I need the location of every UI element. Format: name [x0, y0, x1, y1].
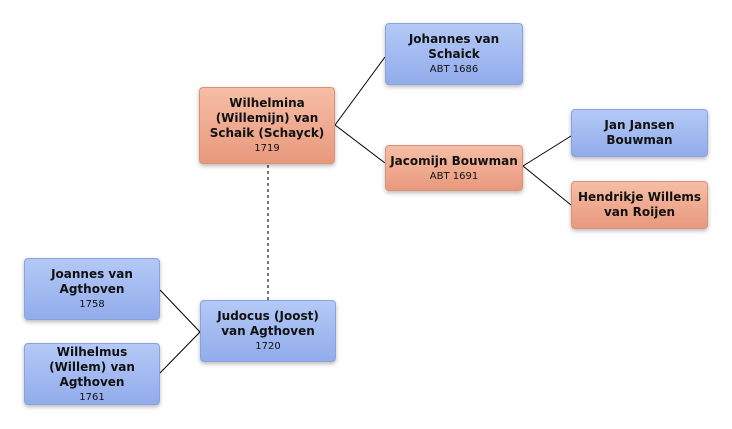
person-card-judocus-van-agthoven[interactable]: Judocus (Joost) van Agthoven 1720	[200, 300, 336, 362]
person-card-joannes-van-agthoven[interactable]: Joannes van Agthoven 1758	[24, 258, 160, 320]
person-name: Jacomijn Bouwman	[390, 153, 518, 168]
connector-jacomijn-to-jan	[522, 135, 572, 167]
connector-wilhelmina-to-jacomijn	[334, 124, 386, 164]
person-name: Hendrikje Willems van Roijen	[577, 190, 702, 219]
person-date: ABT 1691	[429, 170, 479, 182]
person-name: Jan Jansen Bouwman	[604, 118, 675, 147]
person-card-wilhelmus-van-agthoven[interactable]: Wilhelmus (Willem) van Agthoven 1761	[24, 343, 160, 405]
person-date: 1719	[254, 143, 280, 154]
person-date: 1720	[255, 341, 281, 352]
person-name: Wilhelmina (Willemijn) van Schaik (Schay…	[209, 96, 325, 140]
person-card-hendrikje-willems-van-roijen[interactable]: Hendrikje Willems van Roijen	[571, 181, 708, 229]
person-name: Joannes van Agthoven	[51, 267, 133, 296]
person-card-johannes-van-schaick[interactable]: Johannes van Schaick ABT 1686	[385, 23, 523, 85]
person-name: Judocus (Joost) van Agthoven	[217, 309, 319, 338]
person-card-jan-jansen-bouwman[interactable]: Jan Jansen Bouwman	[571, 109, 708, 157]
person-date: 1761	[79, 391, 105, 403]
connector-wilhelmina-to-johannes	[334, 56, 386, 126]
connector-wilhelmus-to-judocus	[159, 331, 201, 374]
person-card-jacomijn-bouwman[interactable]: Jacomijn Bouwman ABT 1691	[385, 145, 523, 191]
connector-joannes-to-judocus	[159, 289, 201, 333]
person-date: ABT 1686	[429, 64, 479, 75]
person-date: 1758	[79, 299, 105, 310]
person-name: Johannes van Schaick	[408, 32, 500, 61]
person-name: Wilhelmus (Willem) van Agthoven	[49, 344, 135, 389]
person-card-wilhelmina-van-schaik[interactable]: Wilhelmina (Willemijn) van Schaik (Schay…	[199, 87, 335, 164]
connector-jacomijn-to-hendrikje	[522, 165, 572, 206]
